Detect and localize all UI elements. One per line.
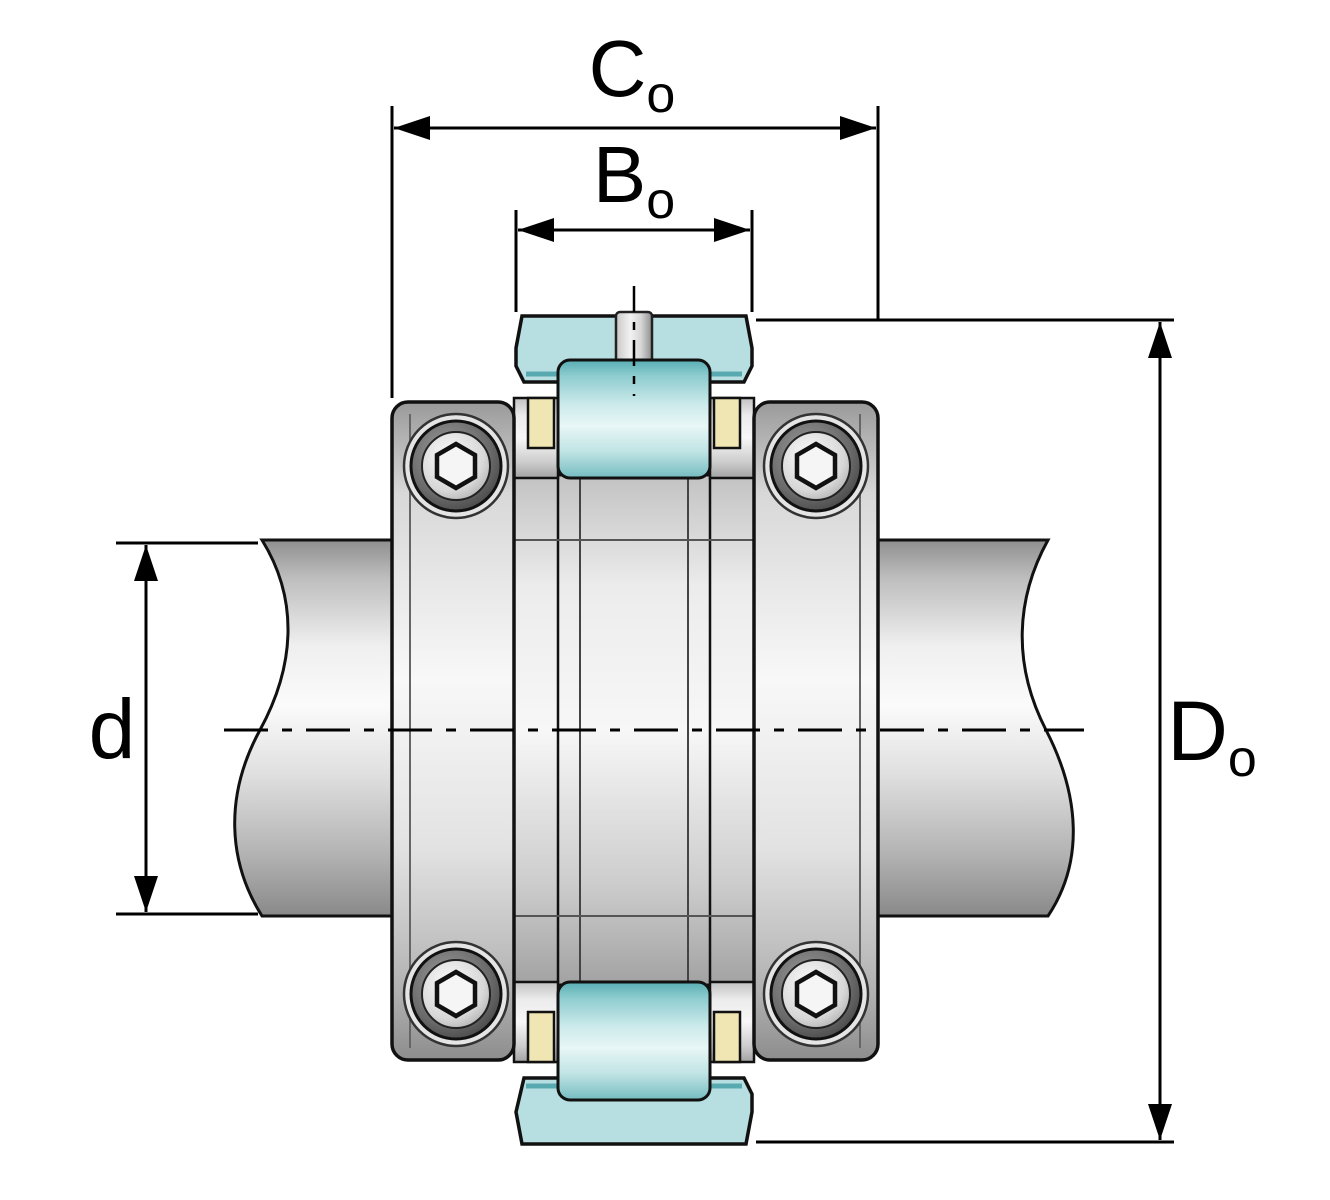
bottom-left-seal	[526, 1010, 556, 1064]
dimensions: Co Bo d	[89, 24, 1257, 1144]
do-arrow-top	[1148, 322, 1172, 358]
d-arrow-top	[134, 545, 158, 581]
co-label-main: C	[589, 24, 647, 113]
screw-bottom-left	[404, 942, 508, 1046]
dimension-co: Co	[390, 24, 880, 398]
bo-arrow-right	[714, 218, 750, 242]
dimension-bo: Bo	[514, 130, 754, 312]
bottom-right-seal	[712, 1010, 742, 1064]
co-arrow-right	[840, 116, 876, 140]
do-arrow-bottom	[1148, 1104, 1172, 1140]
do-label: Do	[1167, 684, 1257, 788]
bo-label: Bo	[593, 130, 675, 230]
housing	[390, 310, 880, 1146]
co-label: Co	[589, 24, 676, 124]
top-left-seal	[526, 396, 556, 450]
screw-bottom-right	[764, 942, 868, 1046]
dimension-d: d	[89, 541, 258, 916]
co-label-sub: o	[646, 66, 675, 124]
d-label-main: d	[89, 682, 136, 776]
bottom-roller	[556, 980, 712, 1102]
centerlines	[224, 286, 1084, 732]
do-label-main: D	[1167, 684, 1228, 778]
bo-arrow-left	[518, 218, 554, 242]
do-label-sub: o	[1228, 730, 1257, 788]
co-arrow-left	[394, 116, 430, 140]
bo-label-sub: o	[646, 172, 675, 230]
d-label: d	[89, 682, 136, 776]
d-arrow-bottom	[134, 876, 158, 912]
top-right-seal	[712, 396, 742, 450]
screw-top-left	[404, 414, 508, 518]
dimension-do: Do	[756, 318, 1257, 1144]
bo-label-main: B	[593, 130, 646, 219]
screw-top-right	[764, 414, 868, 518]
